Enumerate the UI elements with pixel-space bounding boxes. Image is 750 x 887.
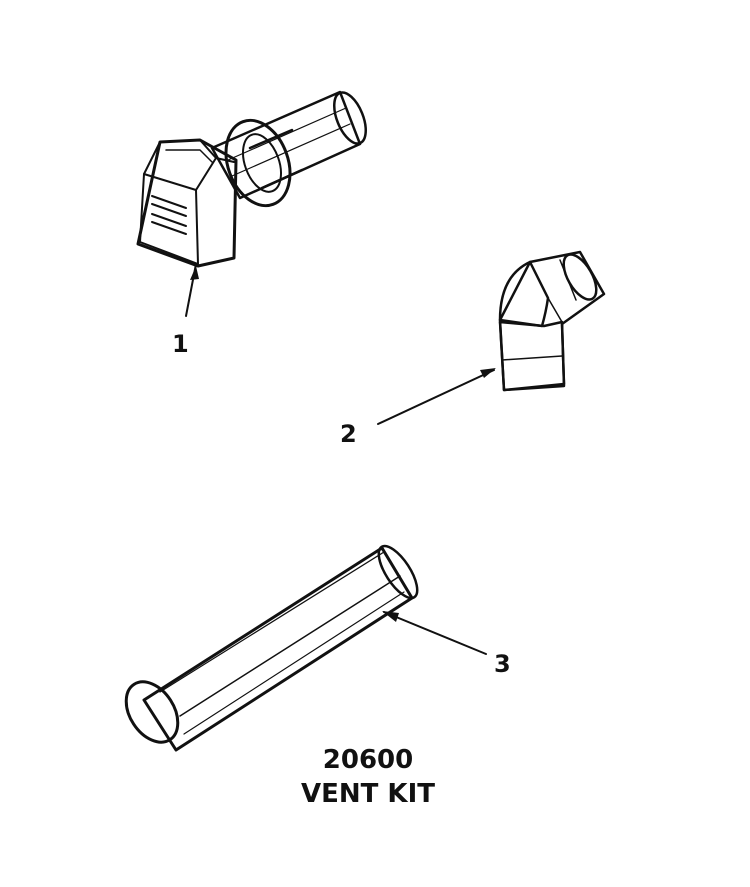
- caption-part-number: 20600: [323, 745, 413, 775]
- leader-arrowhead-2: [480, 368, 496, 378]
- hood-wall-pipe: [210, 90, 367, 200]
- part-3-pipe: [124, 544, 487, 752]
- leader-arrowhead-1: [190, 266, 199, 280]
- leader-line-3: [383, 611, 487, 655]
- hood-box: [136, 138, 238, 268]
- caption-title: VENT KIT: [301, 779, 435, 809]
- part-1-hood-assembly: [136, 90, 367, 317]
- hood-flange-ring: [224, 118, 304, 208]
- part-2-elbow: [377, 250, 606, 425]
- callout-2: 2: [340, 420, 357, 448]
- leader-line-2: [377, 369, 495, 425]
- callout-3: 3: [494, 650, 511, 678]
- leader-arrowhead-3: [382, 611, 399, 622]
- callout-1: 1: [172, 330, 189, 358]
